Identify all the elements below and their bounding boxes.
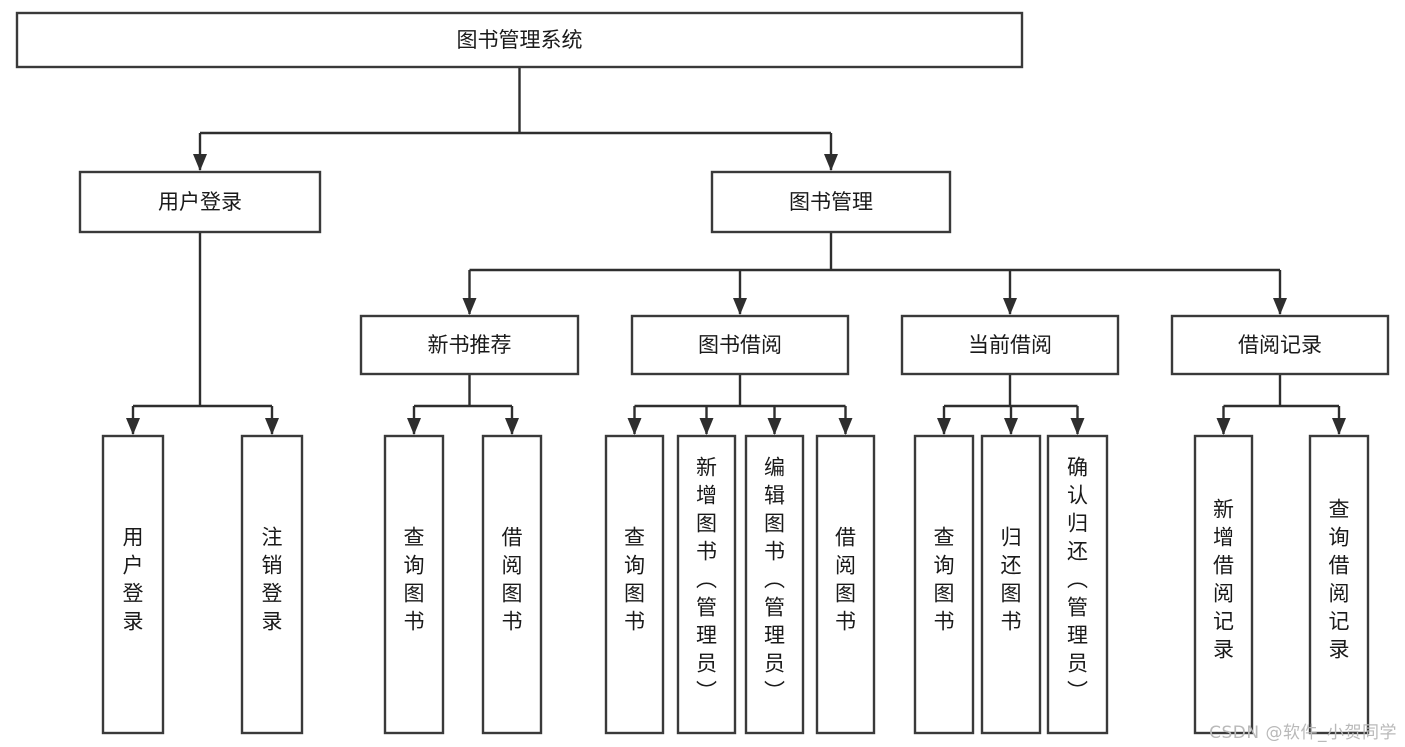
node-leaf-borrow-book-1-label: 借阅图书 — [502, 526, 523, 634]
arrow-down-icon — [1070, 418, 1085, 435]
node-borrow-record[interactable]: 借阅记录 — [1170, 314, 1390, 376]
node-new-book-rec-label: 新书推荐 — [428, 333, 512, 357]
node-new-book-rec[interactable]: 新书推荐 — [359, 314, 580, 376]
node-leaf-borrow-book-1-rect[interactable] — [481, 434, 543, 735]
node-book-borrow-rect[interactable] — [630, 314, 850, 376]
node-user-login-rect[interactable] — [78, 170, 322, 234]
node-leaf-add-book[interactable]: 新增图书︵管理员︶ — [676, 434, 737, 735]
node-leaf-query-book-2[interactable]: 查询图书 — [604, 434, 665, 735]
watermark-text: CSDN @软件_小贺同学 — [1209, 723, 1397, 743]
node-leaf-query-book-3-rect[interactable] — [913, 434, 975, 735]
node-leaf-logout-label: 注销登录 — [262, 526, 283, 634]
node-leaf-return-book-rect[interactable] — [980, 434, 1042, 735]
node-leaf-add-record-rect[interactable] — [1193, 434, 1254, 735]
node-leaf-confirm-return[interactable]: 确认归还︵管理员︶ — [1046, 434, 1109, 735]
node-leaf-add-record[interactable]: 新增借阅记录 — [1193, 434, 1254, 735]
arrow-down-icon — [193, 154, 207, 171]
node-root-rect[interactable] — [15, 11, 1024, 69]
node-leaf-add-book-rect[interactable] — [676, 434, 737, 735]
arrow-down-icon — [767, 418, 782, 435]
node-leaf-return-book[interactable]: 归还图书 — [980, 434, 1042, 735]
node-leaf-borrow-book-2[interactable]: 借阅图书 — [815, 434, 876, 735]
node-root[interactable]: 图书管理系统 — [15, 11, 1024, 69]
node-leaf-borrow-book-2-rect[interactable] — [815, 434, 876, 735]
node-current-borrow-label: 当前借阅 — [968, 333, 1052, 357]
arrow-down-icon — [126, 418, 140, 435]
node-leaf-borrow-book-1[interactable]: 借阅图书 — [481, 434, 543, 735]
node-book-manage-label: 图书管理 — [789, 190, 873, 214]
node-leaf-query-book-2-rect[interactable] — [604, 434, 665, 735]
node-leaf-query-book-3-label: 查询图书 — [934, 526, 955, 634]
node-book-borrow-label: 图书借阅 — [698, 333, 782, 357]
node-leaf-user-login-rect[interactable] — [101, 434, 165, 735]
node-leaf-query-book-1-rect[interactable] — [383, 434, 445, 735]
node-leaf-query-book-3[interactable]: 查询图书 — [913, 434, 975, 735]
node-new-book-rec-rect[interactable] — [359, 314, 580, 376]
node-book-borrow[interactable]: 图书借阅 — [630, 314, 850, 376]
node-user-login-label: 用户登录 — [158, 190, 242, 214]
arrow-down-icon — [1273, 298, 1287, 315]
node-leaf-query-record-label: 查询借阅记录 — [1329, 498, 1350, 662]
node-leaf-query-book-2-label: 查询图书 — [624, 526, 645, 634]
node-leaf-edit-book[interactable]: 编辑图书︵管理员︶ — [744, 434, 805, 735]
arrow-down-icon — [505, 418, 519, 435]
arrow-down-icon — [1332, 418, 1346, 435]
arrow-down-icon — [462, 298, 477, 315]
node-leaf-edit-book-label: 编辑图书︵管理员︶ — [764, 456, 785, 704]
node-leaf-query-book-1-label: 查询图书 — [404, 526, 425, 634]
arrow-down-icon — [699, 418, 714, 435]
node-leaf-query-book-1[interactable]: 查询图书 — [383, 434, 445, 735]
arrow-down-icon — [407, 418, 421, 435]
arrow-down-icon — [937, 418, 951, 435]
node-leaf-user-login-label: 用户登录 — [123, 526, 144, 634]
arrow-down-icon — [265, 418, 279, 435]
edges-layer — [126, 67, 1346, 435]
node-leaf-borrow-book-2-label: 借阅图书 — [835, 526, 856, 634]
node-book-manage-rect[interactable] — [710, 170, 952, 234]
arrow-down-icon — [824, 154, 838, 171]
node-leaf-add-book-label: 新增图书︵管理员︶ — [696, 456, 717, 704]
node-leaf-add-record-label: 新增借阅记录 — [1213, 498, 1234, 662]
arrow-down-icon — [1003, 298, 1017, 315]
node-borrow-record-rect[interactable] — [1170, 314, 1390, 376]
node-leaf-query-record-rect[interactable] — [1308, 434, 1370, 735]
node-leaf-logout[interactable]: 注销登录 — [240, 434, 304, 735]
node-leaf-return-book-label: 归还图书 — [1001, 526, 1022, 634]
node-current-borrow-rect[interactable] — [900, 314, 1120, 376]
node-borrow-record-label: 借阅记录 — [1238, 333, 1322, 357]
node-root-label: 图书管理系统 — [457, 28, 583, 52]
node-user-login[interactable]: 用户登录 — [78, 170, 322, 234]
node-leaf-logout-rect[interactable] — [240, 434, 304, 735]
node-book-manage[interactable]: 图书管理 — [710, 170, 952, 234]
node-leaf-confirm-return-rect[interactable] — [1046, 434, 1109, 735]
arrow-down-icon — [627, 418, 642, 435]
arrow-down-icon — [838, 418, 853, 435]
nodes-layer: 图书管理系统用户登录图书管理新书推荐图书借阅当前借阅借阅记录用户登录注销登录查询… — [15, 11, 1390, 735]
node-leaf-user-login[interactable]: 用户登录 — [101, 434, 165, 735]
node-leaf-confirm-return-label: 确认归还︵管理员︶ — [1067, 456, 1088, 704]
node-leaf-edit-book-rect[interactable] — [744, 434, 805, 735]
node-current-borrow[interactable]: 当前借阅 — [900, 314, 1120, 376]
arrow-down-icon — [1004, 418, 1018, 435]
node-leaf-query-record[interactable]: 查询借阅记录 — [1308, 434, 1370, 735]
arrow-down-icon — [1216, 418, 1231, 435]
arrow-down-icon — [733, 298, 747, 315]
